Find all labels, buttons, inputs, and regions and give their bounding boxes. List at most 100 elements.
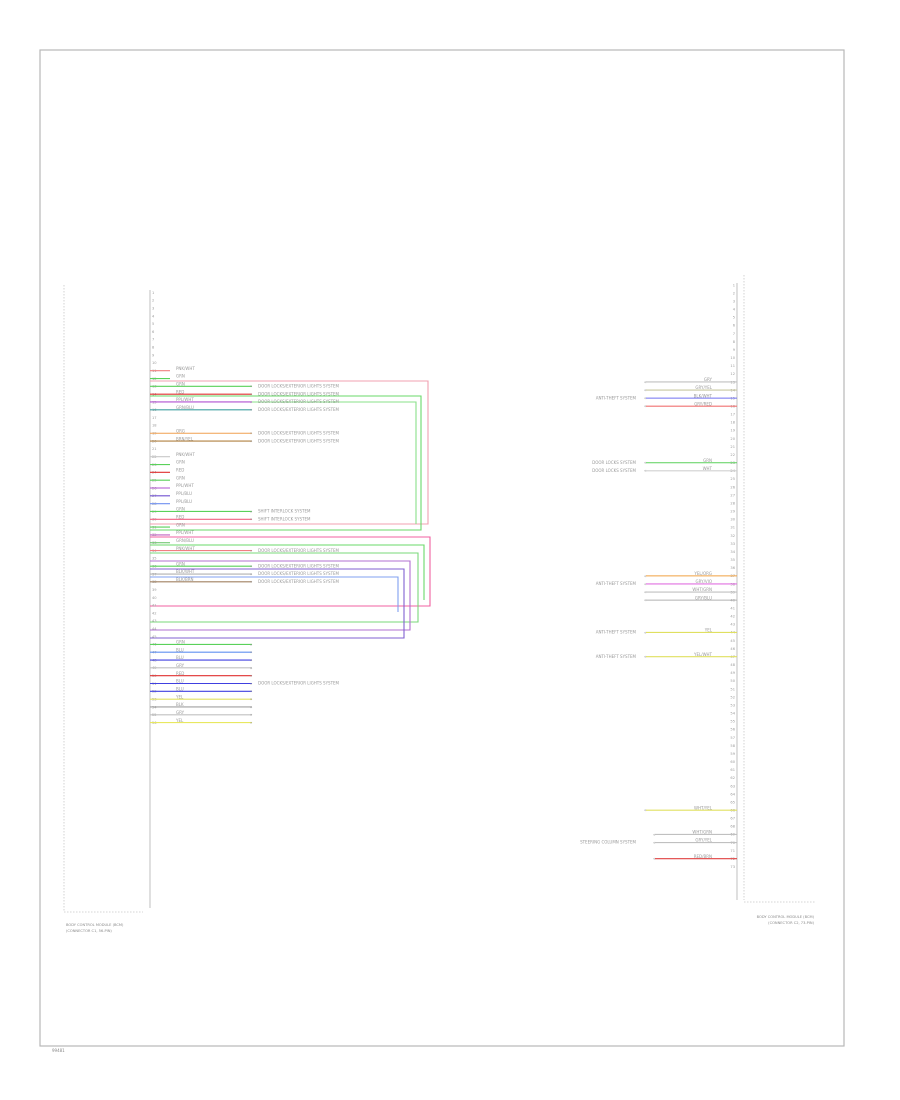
left-wire-label: GRN — [176, 561, 185, 566]
left-pin-number: 18 — [152, 424, 157, 428]
right-pin-number: 51 — [730, 687, 735, 691]
left-pin-number: 43 — [152, 619, 157, 623]
connector-arrow-icon: » — [250, 657, 253, 662]
left-pin-number: 5 — [152, 322, 154, 326]
right-wire-label: YEL — [704, 628, 713, 633]
right-pin-number: 25 — [730, 477, 735, 481]
right-pin-number: 7 — [733, 332, 735, 336]
connector-arrow-icon: « — [644, 630, 647, 635]
connector-arrow-icon: » — [250, 650, 253, 655]
left-destination-label: DOOR LOCKS/EXTERIOR LIGHTS SYSTEM — [258, 438, 340, 443]
right-pin-number: 19 — [730, 429, 735, 433]
left-pin-number: 45 — [152, 635, 157, 639]
left-wire-label: BRN/YEL — [176, 436, 194, 441]
left-pin-number: 39 — [152, 588, 157, 592]
left-pin-number: 7 — [152, 338, 154, 342]
connector-arrow-icon: » — [250, 673, 253, 678]
left-module-caption-line2: (CONNECTOR C1, 56-PIN) — [66, 929, 112, 933]
left-destination-label: DOOR LOCKS/EXTERIOR LIGHTS SYSTEM — [258, 579, 340, 584]
connector-arrow-icon: « — [653, 832, 656, 837]
left-wire-label: BLK/BRN — [176, 577, 193, 582]
right-pin-number: 68 — [730, 825, 735, 829]
right-pin-number: 3 — [733, 299, 735, 303]
connector-arrow-icon: « — [644, 387, 647, 392]
left-pin-number: 17 — [152, 416, 157, 420]
right-wire-label: YEL/ORG — [693, 571, 712, 576]
left-destination-label: DOOR LOCKS/EXTERIOR LIGHTS SYSTEM — [258, 571, 340, 576]
connector-arrow-icon: « — [644, 379, 647, 384]
left-wire-label: PPL/WHT — [176, 530, 194, 535]
left-destination-label: DOOR LOCKS/EXTERIOR LIGHTS SYSTEM — [258, 681, 340, 686]
left-destination-label: DOOR LOCKS/EXTERIOR LIGHTS SYSTEM — [258, 563, 340, 568]
connector-arrow-icon: » — [250, 392, 253, 397]
left-wire-label: ORG — [176, 428, 185, 433]
connector-arrow-icon: » — [250, 697, 253, 702]
left-wire-label: GRN — [176, 522, 185, 527]
right-pin-number: 20 — [730, 437, 735, 441]
right-wire-label: GRY/YEL — [695, 385, 712, 390]
right-pin-number: 65 — [730, 800, 735, 804]
right-pin-number: 53 — [730, 703, 735, 707]
left-pin-number: 42 — [152, 611, 157, 615]
right-pin-number: 33 — [730, 542, 735, 546]
connector-arrow-icon: « — [653, 856, 656, 861]
right-wire-label: GRY/VIO — [696, 579, 712, 584]
connector-arrow-icon: » — [250, 517, 253, 522]
left-pin-number: 44 — [152, 627, 157, 631]
right-pin-number: 63 — [730, 784, 735, 788]
right-pin-number: 36 — [730, 566, 735, 570]
left-wire-label: BLK — [176, 702, 184, 707]
connector-arrow-icon: » — [250, 689, 253, 694]
connector-arrow-icon: « — [653, 840, 656, 845]
right-pin-number: 9 — [733, 348, 736, 352]
right-pin-number: 8 — [733, 340, 736, 344]
right-pin-number: 28 — [730, 501, 735, 505]
left-wire-label: RED — [176, 468, 184, 473]
left-pin-number: 41 — [152, 604, 157, 608]
left-wire-label: RED — [176, 671, 184, 676]
right-destination-label: STEERING COLUMN SYSTEM — [580, 840, 636, 845]
right-module-caption-line1: BODY CONTROL MODULE (BCM) — [757, 915, 815, 919]
right-pin-number: 46 — [730, 647, 735, 651]
left-destination-label: DOOR LOCKS/EXTERIOR LIGHTS SYSTEM — [258, 391, 340, 396]
connector-arrow-icon: » — [250, 712, 253, 717]
left-pin-number: 3 — [152, 306, 154, 310]
right-pin-number: 30 — [730, 518, 735, 522]
left-pin-number: 8 — [152, 346, 155, 350]
left-wire-label: BLU — [176, 655, 184, 660]
connector-arrow-icon: » — [250, 704, 253, 709]
right-pin-number: 71 — [730, 849, 735, 853]
left-pin-number: 9 — [152, 353, 155, 357]
left-wire-label: PNK/WHT — [176, 452, 195, 457]
connector-arrow-icon: « — [644, 654, 647, 659]
connector-arrow-icon: « — [644, 404, 647, 409]
left-pin-number: 2 — [152, 299, 154, 303]
left-wire-label: RED — [176, 389, 184, 394]
left-pin-number: 1 — [152, 291, 154, 295]
right-pin-number: 54 — [730, 712, 735, 716]
diagram-id: 99481 — [52, 1048, 65, 1053]
right-wire-label: WHT/YEL — [694, 805, 713, 810]
connector-arrow-icon: » — [250, 642, 253, 647]
left-wire-label: BLU — [176, 647, 184, 652]
left-pin-number: 10 — [152, 361, 157, 365]
left-wire-label: RED — [176, 514, 184, 519]
connector-arrow-icon: « — [644, 808, 647, 813]
right-pin-number: 35 — [730, 558, 735, 562]
left-wire-label: BLU — [176, 687, 184, 692]
left-wire-label: GRN — [176, 374, 185, 379]
left-module-caption-line1: BODY CONTROL MODULE (BCM) — [66, 923, 124, 927]
right-pin-number: 61 — [730, 768, 735, 772]
right-wire-label: YEL/WHT — [693, 652, 713, 657]
left-wire-label: YEL — [175, 694, 184, 699]
right-wire-label: WHT — [703, 466, 713, 471]
connector-arrow-icon: « — [644, 598, 647, 603]
right-pin-number: 32 — [730, 534, 735, 538]
right-pin-number: 10 — [730, 356, 735, 360]
left-wire-label: PNK/WHT — [176, 366, 195, 371]
right-pin-number: 12 — [730, 372, 735, 376]
left-wire-label: YEL — [175, 718, 184, 723]
left-destination-label: SHIFT INTERLOCK SYSTEM — [258, 509, 311, 514]
